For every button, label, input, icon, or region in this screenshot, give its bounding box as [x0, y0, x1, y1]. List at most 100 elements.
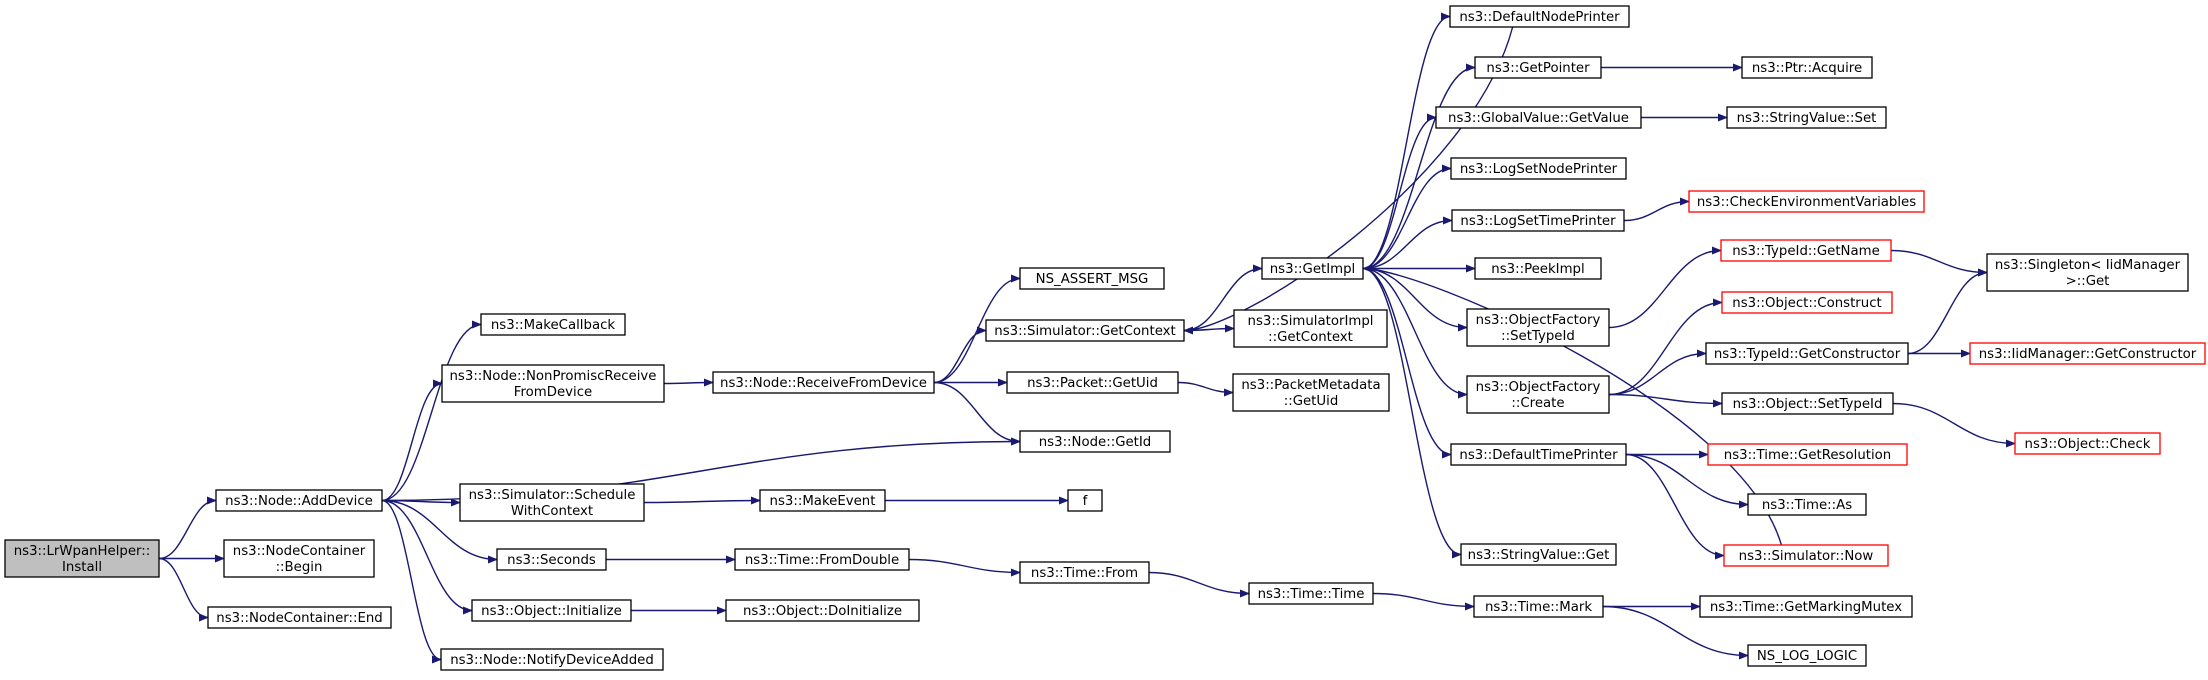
node-box [1006, 371, 1179, 394]
node-nodeGetId[interactable]: ns3::Node::GetId [1019, 430, 1171, 453]
edge-simNow-to-getImpl [1362, 264, 1783, 546]
node-label: ns3::TypeId::GetConstructor [1714, 347, 1901, 362]
node-box [1747, 644, 1867, 667]
node-label: ns3::Seconds [507, 553, 596, 568]
node-box [1435, 106, 1642, 129]
node-label: ns3::Time::GetResolution [1724, 448, 1891, 463]
node-ncEnd[interactable]: ns3::NodeContainer::End [207, 606, 392, 629]
node-getContext[interactable]: ns3::Simulator::GetContext [985, 319, 1185, 342]
edge-getContext-to-getImpl [1183, 264, 1263, 332]
node-box [1720, 239, 1892, 262]
node-addDevice[interactable]: ns3::Node::AddDevice [215, 489, 383, 512]
edge-typeIdGetName-to-singletonGet [1890, 249, 1988, 277]
node-ncBegin[interactable]: ns3::NodeContainer::Begin [223, 539, 375, 578]
node-label: ns3::NodeContainer::End [216, 611, 382, 626]
node-label: ns3::PeekImpl [1491, 262, 1584, 277]
edge-addDevice-to-makeCallback [381, 320, 482, 502]
edge-receiveFrom-to-nodeGetId [933, 381, 1021, 446]
node-ofCreate[interactable]: ns3::ObjectFactory::Create [1466, 375, 1610, 414]
node-label: ns3::Node::NonPromiscReceive [450, 369, 657, 384]
node-label: Install [62, 560, 102, 575]
node-timeAs[interactable]: ns3::Time::As [1747, 493, 1867, 516]
node-f[interactable]: f [1067, 489, 1103, 512]
node-getPointer[interactable]: ns3::GetPointer [1474, 56, 1602, 79]
node-timeFrom[interactable]: ns3::Time::From [1019, 561, 1150, 584]
node-iidGetCtor[interactable]: ns3::IidManager::GetConstructor [1969, 342, 2206, 365]
node-checkEnv[interactable]: ns3::CheckEnvironmentVariables [1688, 190, 1925, 213]
node-getMarkingMutex[interactable]: ns3::Time::GetMarkingMutex [1699, 595, 1913, 618]
node-label: ns3::Object::SetTypeId [1733, 397, 1883, 412]
edge-receiveFrom-to-getContext [933, 326, 987, 384]
edge-ofCreate-to-objConstruct [1608, 298, 1723, 396]
node-simNow[interactable]: ns3::Simulator::Now [1723, 544, 1889, 567]
node-defaultTimePrinter[interactable]: ns3::DefaultTimePrinter [1450, 443, 1627, 466]
node-label: ::Create [1511, 396, 1564, 411]
node-getResolution[interactable]: ns3::Time::GetResolution [1707, 443, 1908, 466]
node-label: ns3::Simulator::GetContext [994, 324, 1175, 339]
node-label: ns3::IidManager::GetConstructor [1979, 347, 2197, 362]
node-label: ns3::Time::Mark [1485, 600, 1592, 615]
edge-nonPromisc-to-receiveFrom [663, 378, 714, 387]
node-ofSetTypeId[interactable]: ns3::ObjectFactory::SetTypeId [1466, 308, 1610, 347]
node-box [1969, 342, 2206, 365]
node-objInit[interactable]: ns3::Object::Initialize [471, 599, 632, 622]
node-seconds[interactable]: ns3::Seconds [496, 548, 607, 571]
node-label: NS_ASSERT_MSG [1036, 272, 1149, 287]
node-objCheck[interactable]: ns3::Object::Check [2014, 432, 2161, 455]
edge-install-to-addDevice [158, 496, 217, 560]
node-ptrAcquire[interactable]: ns3::Ptr::Acquire [1741, 56, 1873, 79]
node-box [480, 313, 626, 336]
node-label: ns3::StringValue::Get [1468, 548, 1610, 563]
node-label: ns3::DefaultTimePrinter [1459, 448, 1618, 463]
node-nsAssert[interactable]: NS_ASSERT_MSG [1019, 267, 1165, 290]
node-label: ns3::Packet::GetUid [1027, 376, 1158, 391]
edge-schedule-to-makeEvent [643, 496, 761, 505]
node-box [1707, 443, 1908, 466]
node-label: ns3::Ptr::Acquire [1752, 61, 1862, 76]
node-label: >::Get [2066, 274, 2110, 289]
edge-fromDouble-to-timeFrom [908, 558, 1021, 577]
node-timeMark[interactable]: ns3::Time::Mark [1473, 595, 1604, 618]
node-nsLogLogic[interactable]: NS_LOG_LOGIC [1747, 644, 1867, 667]
node-getUid[interactable]: ns3::Packet::GetUid [1006, 371, 1179, 394]
node-receiveFrom[interactable]: ns3::Node::ReceiveFromDevice [712, 371, 935, 394]
node-gvGetValue[interactable]: ns3::GlobalValue::GetValue [1435, 106, 1642, 129]
edge-defaultTimePrinter-to-timeAs [1625, 453, 1749, 509]
node-singletonGet[interactable]: ns3::Singleton< IidManager >::Get [1986, 253, 2189, 292]
node-box [1019, 430, 1171, 453]
node-typeIdGetCtor[interactable]: ns3::TypeId::GetConstructor [1705, 342, 1909, 365]
node-label: ::Begin [276, 560, 323, 575]
node-logSetTimePrinter[interactable]: ns3::LogSetTimePrinter [1451, 209, 1625, 232]
node-makeEvent[interactable]: ns3::MakeEvent [759, 489, 886, 512]
edge-timeMark-to-nsLogLogic [1602, 605, 1749, 660]
node-objSetTypeId[interactable]: ns3::Object::SetTypeId [1721, 392, 1894, 415]
node-fromDouble[interactable]: ns3::Time::FromDouble [734, 548, 910, 571]
node-box [1747, 493, 1867, 516]
node-logSetNodePrinter[interactable]: ns3::LogSetNodePrinter [1450, 157, 1627, 180]
edge-getImpl-to-svGet [1362, 267, 1462, 559]
node-doInit[interactable]: ns3::Object::DoInitialize [725, 599, 920, 622]
edge-addDevice-to-objInit [381, 499, 473, 615]
node-objConstruct[interactable]: ns3::Object::Construct [1721, 291, 1893, 314]
node-timeTime[interactable]: ns3::Time::Time [1248, 582, 1374, 605]
edge-defaultTimePrinter-to-simNow [1625, 453, 1725, 560]
node-box [1466, 375, 1610, 414]
node-notifyAdded[interactable]: ns3::Node::NotifyDeviceAdded [440, 648, 664, 671]
node-box [1474, 56, 1602, 79]
node-makeCallback[interactable]: ns3::MakeCallback [480, 313, 626, 336]
node-typeIdGetName[interactable]: ns3::TypeId::GetName [1720, 239, 1892, 262]
node-box [1019, 561, 1150, 584]
node-getImpl[interactable]: ns3::GetImpl [1261, 257, 1364, 280]
node-simImplGetContext[interactable]: ns3::SimulatorImpl::GetContext [1233, 309, 1388, 348]
node-svGet[interactable]: ns3::StringValue::Get [1460, 543, 1617, 566]
node-box [1699, 595, 1913, 618]
node-install[interactable]: ns3::LrWpanHelper::Install [4, 539, 160, 578]
edge-timeTime-to-timeMark [1372, 592, 1475, 611]
node-svSet[interactable]: ns3::StringValue::Set [1726, 106, 1887, 129]
node-pmGetUid[interactable]: ns3::PacketMetadata::GetUid [1232, 373, 1390, 412]
edge-install-to-ncEnd [158, 557, 209, 622]
node-defaultNodePrinter[interactable]: ns3::DefaultNodePrinter [1449, 5, 1630, 28]
node-peekImpl[interactable]: ns3::PeekImpl [1474, 257, 1602, 280]
